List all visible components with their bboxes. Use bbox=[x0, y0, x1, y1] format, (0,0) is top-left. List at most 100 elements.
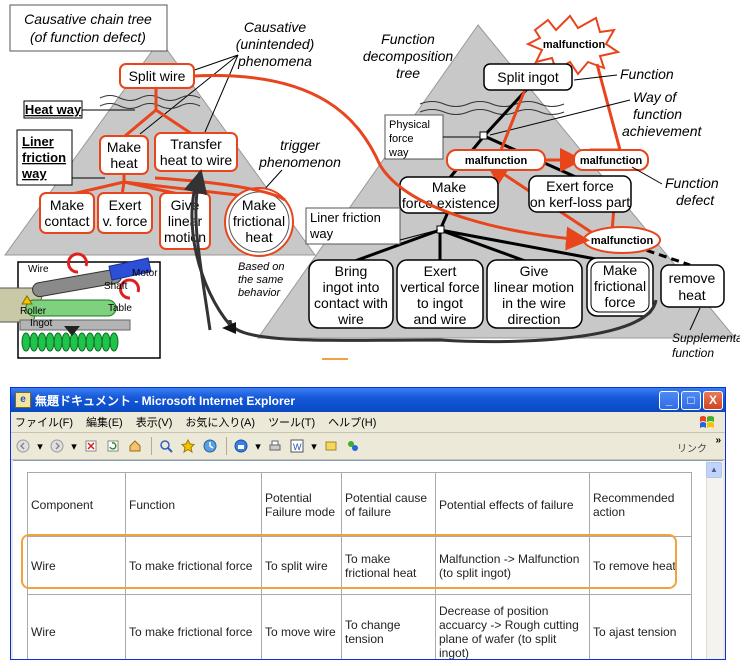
stop-icon[interactable] bbox=[83, 438, 99, 454]
pointer-function-defect bbox=[631, 166, 663, 185]
causative-label-2: (unintended) bbox=[236, 36, 315, 52]
svg-text:malfunction: malfunction bbox=[543, 39, 606, 51]
physical-force-way-1: Physical bbox=[389, 119, 430, 131]
edge-remove-heat bbox=[621, 240, 691, 267]
liner-friction-left-1: Liner bbox=[22, 134, 54, 149]
joint-right-1 bbox=[479, 131, 488, 140]
physical-force-way-3: way bbox=[388, 147, 409, 159]
label-wire: Wire bbox=[28, 264, 49, 275]
dropdown-back-icon[interactable]: ▾ bbox=[37, 440, 43, 453]
dropdown-mail-icon[interactable]: ▾ bbox=[255, 440, 261, 453]
forward-icon[interactable] bbox=[49, 438, 65, 454]
edge-frictional-force bbox=[439, 228, 613, 264]
liner-friction-way-left-box bbox=[16, 129, 73, 186]
label-table: Table bbox=[108, 303, 132, 314]
history-icon[interactable] bbox=[202, 438, 218, 454]
svg-text:frictional: frictional bbox=[233, 213, 285, 229]
menu-tools[interactable]: ツール(T) bbox=[268, 417, 316, 429]
messenger-icon[interactable] bbox=[345, 438, 361, 454]
svg-text:v. force: v. force bbox=[103, 213, 148, 229]
function-defect-2: defect bbox=[676, 192, 715, 208]
node-make-heat: Make heat bbox=[99, 135, 149, 175]
menu-edit[interactable]: 編集(E) bbox=[86, 417, 123, 429]
mail-icon[interactable] bbox=[233, 438, 249, 454]
svg-text:heat: heat bbox=[678, 287, 705, 303]
svg-text:heat: heat bbox=[245, 229, 272, 245]
maximize-button[interactable]: □ bbox=[681, 390, 701, 410]
pointer-function bbox=[573, 74, 618, 81]
machine-illustration: Wire Motor Shaft Roller Ingot Table bbox=[0, 252, 161, 359]
vertical-scrollbar[interactable]: ▲ bbox=[706, 461, 723, 659]
causative-tree-title-box bbox=[9, 4, 168, 52]
svg-text:contact with: contact with bbox=[314, 295, 388, 311]
toolbar-chevron-icon[interactable]: » bbox=[715, 435, 721, 446]
pointer-supplementary bbox=[689, 307, 701, 331]
back-icon[interactable] bbox=[15, 438, 31, 454]
malfunction-burst-top: malfunction bbox=[525, 14, 621, 76]
header-cell: Component bbox=[27, 472, 126, 537]
wavy-line-left-1 bbox=[99, 95, 201, 101]
table-header-row: Component Function Potential Failure mod… bbox=[27, 472, 692, 537]
svg-text:Transfer: Transfer bbox=[170, 136, 222, 152]
edit-word-icon[interactable]: W bbox=[289, 438, 305, 454]
header-cell: Recommended action bbox=[589, 472, 692, 537]
discuss-icon[interactable] bbox=[323, 438, 339, 454]
way-of-function-1: Way of bbox=[633, 89, 678, 105]
print-icon[interactable] bbox=[267, 438, 283, 454]
svg-text:motion: motion bbox=[164, 229, 206, 245]
minimize-button[interactable]: _ bbox=[659, 390, 679, 410]
refresh-icon[interactable] bbox=[105, 438, 121, 454]
svg-text:ingot into: ingot into bbox=[323, 279, 380, 295]
svg-text:Make: Make bbox=[242, 197, 276, 213]
pointer-make-heat bbox=[139, 54, 239, 135]
svg-text:W: W bbox=[293, 442, 302, 452]
svg-text:Give: Give bbox=[520, 263, 549, 279]
label-motor: Motor bbox=[132, 268, 158, 279]
fdt-title-3: tree bbox=[396, 65, 420, 81]
table-row: Wire To make frictional force To split w… bbox=[27, 536, 692, 595]
joint-right-2 bbox=[436, 225, 445, 234]
malfunction-bubble-2: malfunction bbox=[573, 149, 649, 171]
table-cell: To remove heat bbox=[589, 536, 692, 595]
menu-favorites[interactable]: お気に入り(A) bbox=[185, 417, 256, 429]
red-arc-trigger bbox=[154, 176, 286, 202]
title-bar: e 無題ドキュメント - Microsoft Internet Explorer… bbox=[11, 388, 725, 412]
fmea-table: Component Function Potential Failure mod… bbox=[27, 472, 692, 659]
causative-tree-title-line2: (of function defect) bbox=[30, 29, 146, 45]
node-make-force-existence: Make force existence bbox=[399, 176, 499, 214]
liner-friction-left-3: way bbox=[21, 166, 47, 181]
svg-text:force: force bbox=[604, 294, 635, 310]
search-icon[interactable] bbox=[158, 438, 174, 454]
node-split-ingot: Split ingot bbox=[483, 63, 573, 91]
wavy-line-left-2 bbox=[99, 103, 201, 109]
svg-text:malfunction: malfunction bbox=[591, 235, 654, 247]
toolbar-separator-2 bbox=[226, 437, 227, 455]
dropdown-forward-icon[interactable]: ▾ bbox=[71, 440, 77, 453]
table-cell: To make frictional force bbox=[125, 536, 262, 595]
svg-text:malfunction: malfunction bbox=[465, 155, 528, 167]
dropdown-edit-icon[interactable]: ▾ bbox=[311, 440, 317, 453]
svg-text:Exert: Exert bbox=[109, 197, 142, 213]
header-cell: Potential Failure mode bbox=[261, 472, 342, 537]
svg-text:heat to wire: heat to wire bbox=[160, 152, 233, 168]
svg-text:remove: remove bbox=[669, 270, 716, 286]
node-make-contact: Make contact bbox=[39, 192, 95, 234]
black-arrowhead bbox=[222, 322, 236, 334]
svg-text:Exert force: Exert force bbox=[546, 178, 614, 194]
menu-view[interactable]: 表示(V) bbox=[135, 417, 173, 429]
node-give-linear-motion: Give linear motion bbox=[159, 192, 211, 250]
way-of-function-2: function bbox=[633, 106, 682, 122]
close-button[interactable]: X bbox=[703, 390, 723, 410]
scroll-up-icon[interactable]: ▲ bbox=[706, 462, 722, 478]
links-label[interactable]: リンク bbox=[677, 444, 707, 455]
menu-help[interactable]: ヘルプ(H) bbox=[328, 417, 377, 429]
supplementary-2: function bbox=[672, 346, 714, 360]
causal-diagram: Causative chain tree (of function defect… bbox=[0, 4, 740, 360]
down-arrow bbox=[322, 358, 348, 360]
menu-file[interactable]: ファイル(F) bbox=[15, 417, 74, 429]
ie-icon: e bbox=[15, 392, 31, 408]
wavy-line-right-1 bbox=[419, 101, 565, 107]
causative-label-1: Causative bbox=[244, 19, 306, 35]
favorites-icon[interactable] bbox=[180, 438, 196, 454]
home-icon[interactable] bbox=[127, 438, 143, 454]
